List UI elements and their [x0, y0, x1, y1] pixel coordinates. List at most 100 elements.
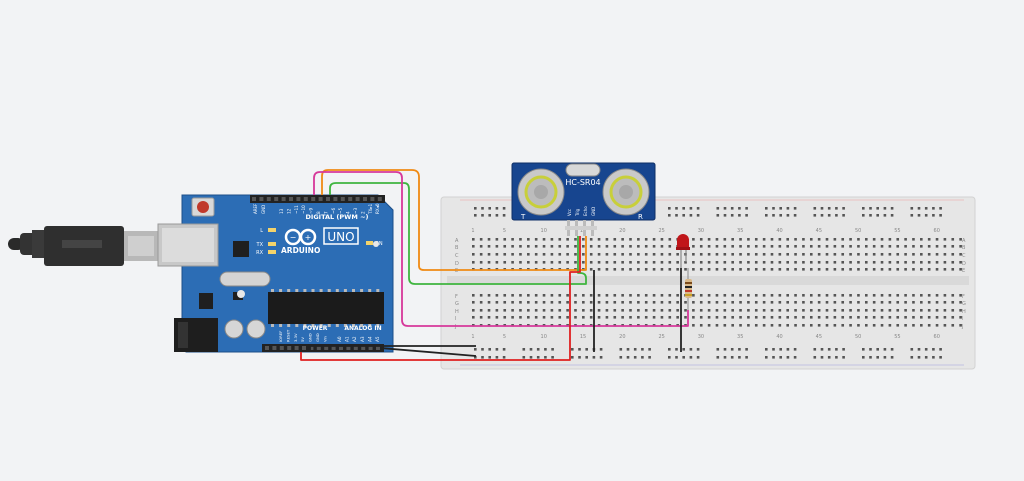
rail-hole[interactable]	[730, 356, 734, 359]
breadboard-hole[interactable]	[849, 253, 852, 256]
breadboard-hole[interactable]	[896, 268, 900, 271]
rail-hole[interactable]	[474, 356, 477, 359]
breadboard-hole[interactable]	[739, 301, 742, 304]
breadboard-hole[interactable]	[550, 245, 554, 248]
rail-hole[interactable]	[793, 207, 797, 210]
rail-hole[interactable]	[738, 356, 741, 359]
breadboard-hole[interactable]	[739, 316, 742, 319]
breadboard-hole[interactable]	[637, 253, 640, 256]
breadboard-hole[interactable]	[857, 238, 860, 241]
breadboard-hole[interactable]	[558, 238, 562, 241]
breadboard-hole[interactable]	[880, 294, 884, 297]
breadboard-hole[interactable]	[739, 238, 742, 241]
breadboard-hole[interactable]	[762, 268, 766, 271]
breadboard-hole[interactable]	[621, 261, 624, 264]
breadboard-hole[interactable]	[817, 301, 821, 304]
breadboard-hole[interactable]	[935, 324, 939, 327]
rail-hole[interactable]	[772, 207, 775, 210]
rail-hole[interactable]	[827, 207, 831, 210]
breadboard-hole[interactable]	[809, 294, 813, 297]
rail-hole[interactable]	[723, 356, 727, 359]
breadboard-hole[interactable]	[692, 324, 695, 327]
rail-hole[interactable]	[626, 356, 630, 359]
breadboard-hole[interactable]	[597, 294, 601, 297]
breadboard-hole[interactable]	[809, 261, 813, 264]
wire-red[interactable]	[300, 236, 581, 361]
rail-hole[interactable]	[842, 348, 845, 351]
breadboard-hole[interactable]	[959, 294, 962, 297]
header-hole[interactable]	[339, 346, 343, 350]
breadboard-hole[interactable]	[660, 238, 664, 241]
breadboard-hole[interactable]	[747, 309, 750, 312]
breadboard-hole[interactable]	[951, 245, 955, 248]
breadboard-hole[interactable]	[511, 294, 514, 297]
breadboard-hole[interactable]	[802, 301, 805, 304]
breadboard-hole[interactable]	[487, 309, 491, 312]
breadboard-hole[interactable]	[794, 253, 797, 256]
breadboard-hole[interactable]	[880, 324, 884, 327]
rail-hole[interactable]	[765, 356, 768, 359]
breadboard-hole[interactable]	[613, 253, 617, 256]
rail-hole[interactable]	[481, 356, 484, 359]
breadboard-hole[interactable]	[747, 245, 750, 248]
breadboard-hole[interactable]	[684, 261, 687, 264]
breadboard-hole[interactable]	[692, 316, 695, 319]
rail-hole[interactable]	[876, 207, 879, 210]
breadboard-hole[interactable]	[927, 324, 931, 327]
breadboard-hole[interactable]	[574, 245, 577, 248]
breadboard-hole[interactable]	[574, 309, 577, 312]
breadboard-hole[interactable]	[841, 324, 845, 327]
rail-hole[interactable]	[696, 356, 700, 359]
breadboard-hole[interactable]	[542, 245, 546, 248]
rail-hole[interactable]	[502, 214, 506, 217]
breadboard-hole[interactable]	[605, 238, 609, 241]
breadboard-hole[interactable]	[920, 245, 923, 248]
breadboard-hole[interactable]	[888, 261, 892, 264]
header-hole[interactable]	[265, 346, 269, 350]
breadboard-hole[interactable]	[527, 238, 530, 241]
breadboard-hole[interactable]	[605, 294, 609, 297]
breadboard-hole[interactable]	[857, 324, 860, 327]
breadboard-hole[interactable]	[495, 261, 499, 264]
breadboard-hole[interactable]	[692, 238, 695, 241]
breadboard-hole[interactable]	[935, 316, 939, 319]
breadboard-hole[interactable]	[621, 268, 624, 271]
breadboard-hole[interactable]	[676, 268, 679, 271]
rail-hole[interactable]	[502, 348, 506, 351]
breadboard-hole[interactable]	[699, 316, 703, 319]
breadboard-hole[interactable]	[495, 245, 499, 248]
rail-hole[interactable]	[522, 348, 526, 351]
breadboard-hole[interactable]	[479, 261, 483, 264]
header-hole[interactable]	[303, 197, 308, 201]
breadboard-hole[interactable]	[959, 245, 962, 248]
breadboard-hole[interactable]	[927, 301, 931, 304]
rail-hole[interactable]	[682, 214, 685, 217]
rail-hole[interactable]	[619, 348, 623, 351]
breadboard-hole[interactable]	[534, 301, 538, 304]
breadboard-hole[interactable]	[872, 238, 876, 241]
breadboard-hole[interactable]	[723, 294, 727, 297]
breadboard-hole[interactable]	[817, 261, 821, 264]
rail-hole[interactable]	[910, 348, 914, 351]
rail-hole[interactable]	[910, 207, 914, 210]
rail-hole[interactable]	[738, 214, 741, 217]
breadboard-hole[interactable]	[872, 316, 876, 319]
header-hole[interactable]	[361, 346, 366, 350]
breadboard-hole[interactable]	[503, 253, 507, 256]
breadboard-hole[interactable]	[495, 294, 499, 297]
rail-hole[interactable]	[932, 356, 935, 359]
rail-hole[interactable]	[772, 356, 775, 359]
breadboard-hole[interactable]	[613, 316, 617, 319]
breadboard-hole[interactable]	[558, 253, 562, 256]
rail-hole[interactable]	[585, 356, 588, 359]
breadboard-hole[interactable]	[865, 238, 868, 241]
breadboard-hole[interactable]	[511, 301, 514, 304]
rail-hole[interactable]	[765, 348, 768, 351]
header-hole[interactable]	[281, 197, 286, 201]
rail-hole[interactable]	[924, 207, 928, 210]
breadboard-hole[interactable]	[652, 253, 656, 256]
breadboard-hole[interactable]	[786, 253, 789, 256]
breadboard-hole[interactable]	[605, 245, 609, 248]
rail-hole[interactable]	[502, 207, 506, 210]
rail-hole[interactable]	[932, 348, 935, 351]
